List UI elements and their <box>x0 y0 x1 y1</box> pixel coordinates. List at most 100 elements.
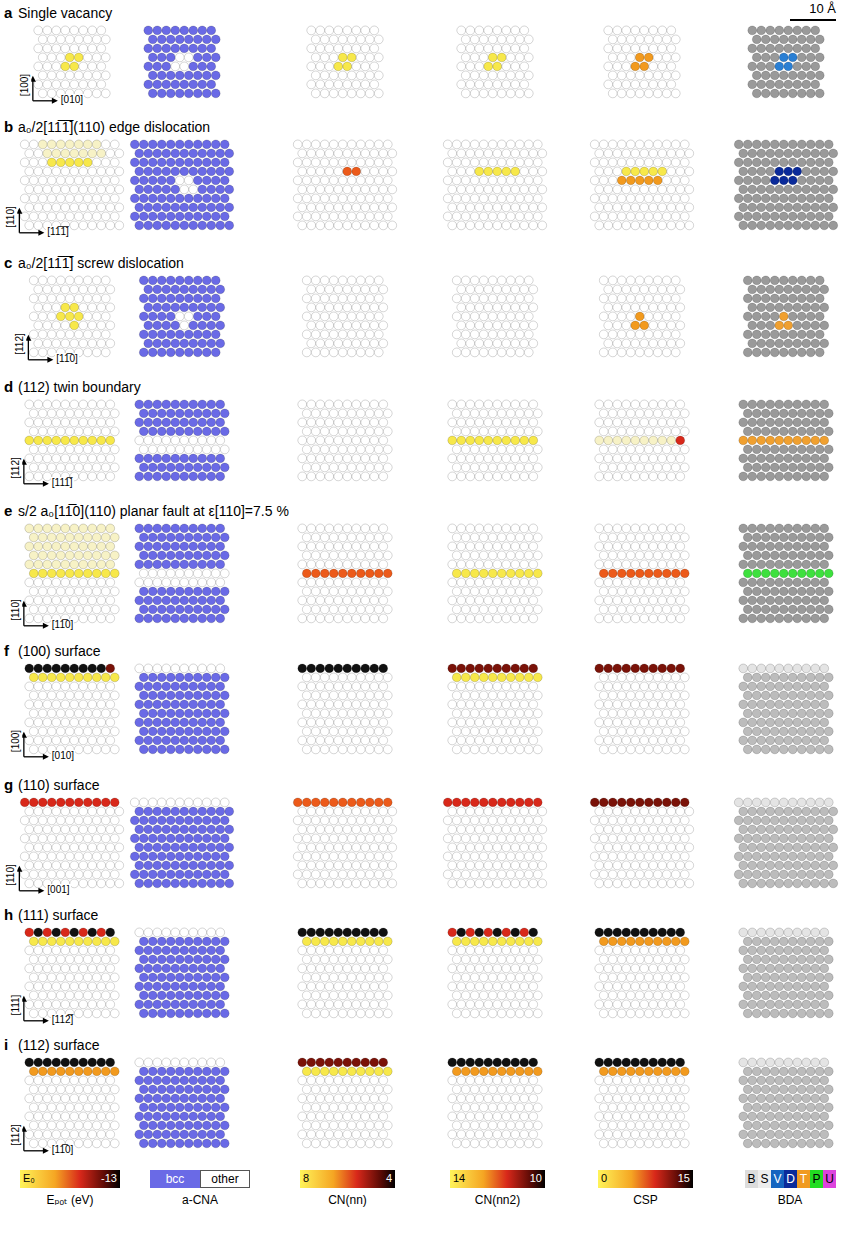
atom <box>752 212 761 221</box>
atom <box>370 80 379 89</box>
atom <box>640 436 649 445</box>
atom <box>320 312 329 321</box>
atom <box>506 158 515 167</box>
atom <box>820 339 829 348</box>
atom <box>139 276 148 285</box>
atom <box>65 140 74 149</box>
atom <box>343 400 352 409</box>
atom <box>640 454 649 463</box>
atom <box>216 472 225 481</box>
atom <box>757 44 766 53</box>
atom <box>334 203 343 212</box>
atom <box>788 194 797 203</box>
atom <box>779 176 788 185</box>
atom <box>793 185 802 194</box>
atom <box>202 53 211 62</box>
atom <box>457 418 466 427</box>
atom <box>38 348 47 357</box>
atom <box>511 62 520 71</box>
atom <box>347 409 356 418</box>
atom <box>797 35 806 44</box>
atom <box>56 158 65 167</box>
atom <box>370 167 379 176</box>
atom <box>343 185 352 194</box>
atom <box>466 26 475 35</box>
atom <box>88 285 97 294</box>
atom <box>383 445 392 454</box>
atom <box>644 140 653 149</box>
atom <box>649 26 658 35</box>
atom <box>775 285 784 294</box>
atom <box>802 149 811 158</box>
atom <box>457 454 466 463</box>
atom <box>671 427 680 436</box>
atom <box>520 418 529 427</box>
atom <box>379 321 388 330</box>
atom <box>193 212 202 221</box>
atom <box>356 158 365 167</box>
atom <box>365 312 374 321</box>
atom <box>307 472 316 481</box>
atom <box>216 303 225 312</box>
atom <box>180 149 189 158</box>
atom <box>211 212 220 221</box>
atom <box>365 276 374 285</box>
atom <box>452 348 461 357</box>
atom <box>101 409 110 418</box>
atom <box>65 35 74 44</box>
atom <box>361 203 370 212</box>
atom <box>671 276 680 285</box>
atom <box>361 321 370 330</box>
atom <box>325 221 334 230</box>
atom <box>189 26 198 35</box>
atom <box>184 409 193 418</box>
atom <box>529 321 538 330</box>
atom <box>334 62 343 71</box>
atom <box>144 339 153 348</box>
atom <box>626 348 635 357</box>
atom <box>166 330 175 339</box>
atom <box>502 303 511 312</box>
atom <box>622 400 631 409</box>
atom <box>101 53 110 62</box>
atom <box>47 158 56 167</box>
atom <box>130 212 139 221</box>
atom <box>797 312 806 321</box>
atom <box>47 330 56 339</box>
atom <box>748 167 757 176</box>
atom <box>676 149 685 158</box>
atom <box>631 436 640 445</box>
atom <box>47 53 56 62</box>
atom <box>635 445 644 454</box>
atom <box>493 285 502 294</box>
atom <box>148 348 157 357</box>
atom <box>622 285 631 294</box>
atom <box>374 212 383 221</box>
atom <box>166 276 175 285</box>
atom <box>484 203 493 212</box>
atom <box>653 71 662 80</box>
atom <box>101 89 110 98</box>
atom <box>207 26 216 35</box>
atom <box>457 400 466 409</box>
atom <box>106 400 115 409</box>
atom <box>685 185 694 194</box>
atom <box>502 149 511 158</box>
atom <box>193 158 202 167</box>
atom <box>640 62 649 71</box>
atom <box>202 212 211 221</box>
atom <box>757 167 766 176</box>
atom <box>658 400 667 409</box>
atom <box>479 276 488 285</box>
atom <box>365 294 374 303</box>
atom <box>338 427 347 436</box>
atom <box>356 212 365 221</box>
atom <box>101 35 110 44</box>
atom <box>320 330 329 339</box>
atom <box>365 53 374 62</box>
atom <box>293 140 302 149</box>
atom <box>65 294 74 303</box>
atom <box>347 158 356 167</box>
atom <box>79 454 88 463</box>
atom <box>599 276 608 285</box>
